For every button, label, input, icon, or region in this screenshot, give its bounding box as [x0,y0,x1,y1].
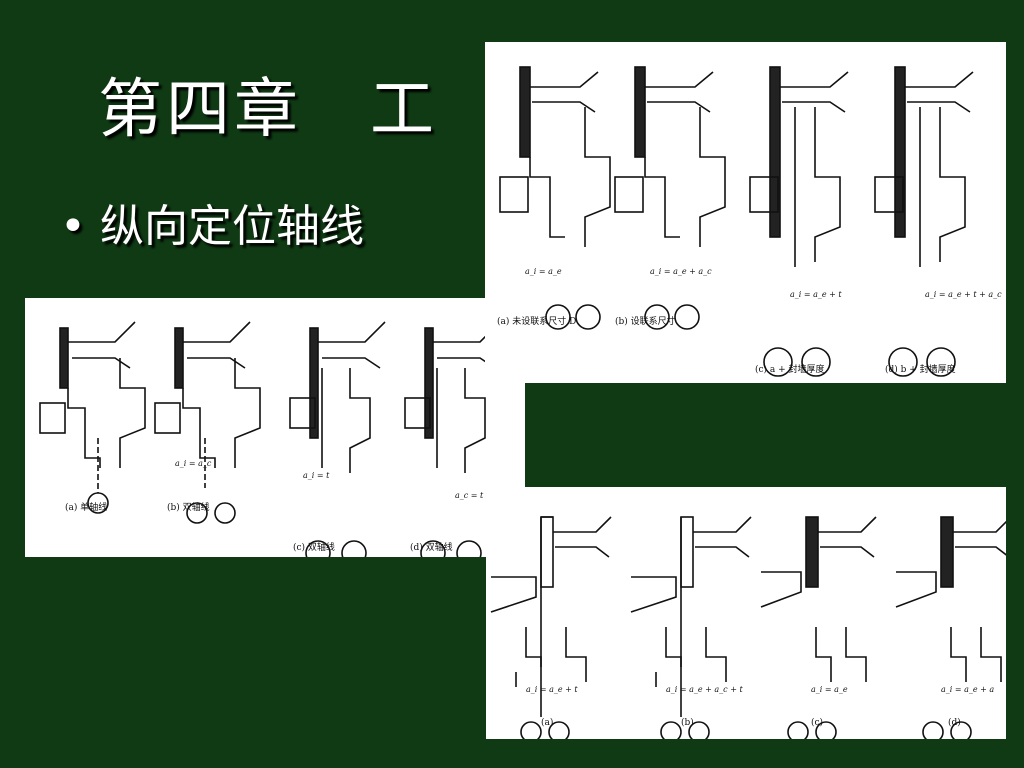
diagram-left-svg: a_i = a_c a_i = t a_c = t + (a) 单轴线 (b) … [39,321,501,557]
caption-br-a: (a) [541,717,553,728]
caption-tr-c: (c) a + 封墙厚度 [755,363,825,375]
formula-left-3: a_c = t + [455,491,493,500]
formula-tr-1: a_i = a_e [525,267,562,276]
caption-left-d: (d) 双轴线 [410,541,453,553]
caption-tr-a: (a) 未设联系尺寸 D [497,315,576,327]
formula-br-2: a_i = a_e + a_c + t [666,685,743,694]
caption-left-a: (a) 单轴线 [65,501,107,513]
bullet-item: • 纵向定位轴线 [60,190,364,254]
formula-tr-4: a_i = a_e + t + a_c [925,290,1002,299]
diagram-panel-top-right: a_i = a_e a_i = a_e + a_c a_i = a_e + t … [485,42,1006,383]
caption-left-b: (b) 双轴线 [167,501,210,513]
formula-br-3: a_i = a_e [811,685,848,694]
formula-tr-3: a_i = a_e + t [790,290,842,299]
caption-tr-b: (b) 设联系尺寸 [615,315,676,327]
caption-br-d: (d) [948,717,961,728]
slide-title: 第四章 工 [98,73,438,147]
caption-tr-d: (d) b + 封墙厚度 [885,363,956,375]
formula-left-1: a_i = a_c [175,459,212,468]
bullet-text: 纵向定位轴线 [100,201,364,252]
formula-tr-2: a_i = a_e + a_c [650,267,712,276]
diagram-panel-bottom-right: a_i = a_e + t a_i = a_e + a_c + t a_i = … [486,487,1006,739]
caption-br-b: (b) [681,717,694,728]
formula-br-1: a_i = a_e + t [526,685,578,694]
formula-left-2: a_i = t [303,471,330,480]
caption-br-c: (c) [811,717,823,728]
caption-left-c: (c) 双轴线 [293,541,335,553]
diagram-top-right-svg: a_i = a_e a_i = a_e + a_c a_i = a_e + t … [497,66,1002,377]
bullet-icon: • [60,201,86,252]
diagram-panel-left: a_i = a_c a_i = t a_c = t + (a) 单轴线 (b) … [25,298,525,557]
formula-br-4: a_i = a_e + a [941,685,994,694]
diagram-bottom-right-svg: a_i = a_e + t a_i = a_e + a_c + t a_i = … [490,516,1006,739]
